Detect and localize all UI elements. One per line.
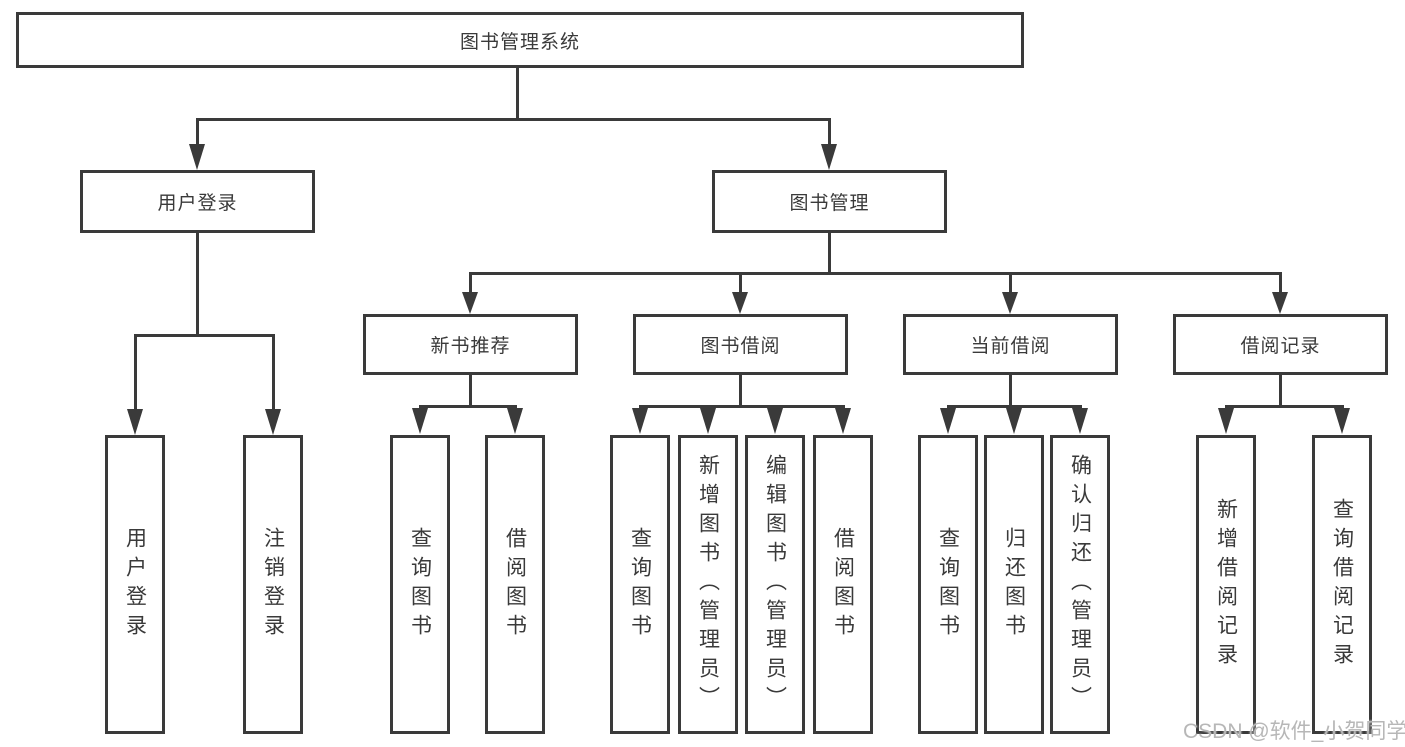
arrowhead-records-query <box>1334 408 1350 434</box>
node-new-book-recommend: 新书推荐 <box>363 314 578 375</box>
node-new-book-recommend-label: 新书推荐 <box>430 336 511 357</box>
leaf-newbooks-borrow-books: 借阅图书 <box>485 435 545 734</box>
node-book-borrow-label: 图书借阅 <box>700 336 781 357</box>
connector-drop-book-borrow <box>739 272 742 294</box>
connector-drop-new-books <box>469 272 472 294</box>
leaf-current-query-books: 查询图书 <box>918 435 978 734</box>
leaf-borrow-query-books: 查询图书 <box>610 435 670 734</box>
leaf-borrow-borrow-books: 借阅图书 <box>813 435 873 734</box>
leaf-newbooks-query-books: 查询图书 <box>390 435 450 734</box>
leaf-newbooks-borrow-books-label: 借阅图书 <box>503 526 527 643</box>
connector-user-login-stem <box>196 233 199 337</box>
connector-new-books-stem <box>469 375 472 408</box>
leaf-borrow-add-books-admin: 新增图书（管理员） <box>678 435 738 734</box>
arrowhead-current-borrow <box>1002 292 1018 314</box>
leaf-borrow-edit-books-admin: 编辑图书（管理员） <box>745 435 805 734</box>
arrowhead-borrow-add <box>700 408 716 434</box>
node-current-borrow-label: 当前借阅 <box>970 336 1051 357</box>
node-root: 图书管理系统 <box>16 12 1024 68</box>
connector-drop-leaf-logout <box>272 334 275 411</box>
arrowhead-borrow-records <box>1272 292 1288 314</box>
connector-root-drop-user-login <box>196 118 199 146</box>
node-borrow-records-label: 借阅记录 <box>1240 336 1321 357</box>
arrowhead-leaf-login <box>127 409 143 435</box>
connector-user-login-bus <box>134 334 275 337</box>
arrowhead-user-login <box>189 144 205 170</box>
node-borrow-records: 借阅记录 <box>1173 314 1388 375</box>
leaf-borrow-add-books-admin-label: 新增图书（管理员） <box>696 454 720 715</box>
arrowhead-newbooks-borrow <box>507 408 523 434</box>
connector-current-borrow-stem <box>1009 375 1012 408</box>
leaf-logout: 注销登录 <box>243 435 303 734</box>
connector-borrow-records-bus <box>1225 405 1344 408</box>
arrowhead-new-books <box>462 292 478 314</box>
leaf-records-add-record: 新增借阅记录 <box>1196 435 1256 734</box>
leaf-current-return-books-label: 归还图书 <box>1002 526 1026 643</box>
connector-book-borrow-bus <box>639 405 845 408</box>
leaf-records-add-record-label: 新增借阅记录 <box>1214 497 1238 672</box>
arrowhead-borrow-borrow <box>835 408 851 434</box>
connector-book-mgmt-bus <box>469 272 1282 275</box>
connector-book-borrow-stem <box>739 375 742 408</box>
arrowhead-current-confirm <box>1072 408 1088 434</box>
leaf-current-return-books: 归还图书 <box>984 435 1044 734</box>
connector-current-borrow-bus <box>947 405 1082 408</box>
leaf-current-query-books-label: 查询图书 <box>936 526 960 643</box>
connector-root-drop-book-mgmt <box>828 118 831 146</box>
connector-drop-current-borrow <box>1009 272 1012 294</box>
leaf-logout-label: 注销登录 <box>261 526 285 643</box>
leaf-borrow-borrow-books-label: 借阅图书 <box>831 526 855 643</box>
leaf-records-query-record-label: 查询借阅记录 <box>1330 497 1354 672</box>
node-user-login: 用户登录 <box>80 170 315 233</box>
connector-new-books-bus <box>419 405 517 408</box>
arrowhead-borrow-query <box>632 408 648 434</box>
node-root-label: 图书管理系统 <box>459 31 580 53</box>
leaf-borrow-query-books-label: 查询图书 <box>628 526 652 643</box>
node-book-management-label: 图书管理 <box>789 193 870 214</box>
arrowhead-newbooks-query <box>412 408 428 434</box>
node-current-borrow: 当前借阅 <box>903 314 1118 375</box>
leaf-current-confirm-return-admin: 确认归还（管理员） <box>1050 435 1110 734</box>
node-user-login-label: 用户登录 <box>157 193 238 214</box>
leaf-borrow-edit-books-admin-label: 编辑图书（管理员） <box>763 454 787 715</box>
leaf-user-login-label: 用户登录 <box>123 526 147 643</box>
arrowhead-leaf-logout <box>265 409 281 435</box>
connector-borrow-records-stem <box>1279 375 1282 408</box>
arrowhead-records-add <box>1218 408 1234 434</box>
connector-drop-leaf-login <box>134 334 137 411</box>
arrowhead-current-query <box>940 408 956 434</box>
leaf-user-login: 用户登录 <box>105 435 165 734</box>
arrowhead-book-borrow <box>732 292 748 314</box>
arrowhead-current-return <box>1006 408 1022 434</box>
connector-book-mgmt-stem <box>828 233 831 275</box>
connector-drop-borrow-records <box>1279 272 1282 294</box>
arrowhead-borrow-edit <box>767 408 783 434</box>
leaf-current-confirm-return-admin-label: 确认归还（管理员） <box>1068 454 1092 715</box>
arrowhead-book-mgmt <box>821 144 837 170</box>
node-book-management: 图书管理 <box>712 170 947 233</box>
leaf-newbooks-query-books-label: 查询图书 <box>408 526 432 643</box>
watermark: CSDN @软件_小贺同学 <box>1183 720 1405 743</box>
node-book-borrow: 图书借阅 <box>633 314 848 375</box>
connector-root-bus <box>196 118 831 121</box>
leaf-records-query-record: 查询借阅记录 <box>1312 435 1372 734</box>
connector-root-stem <box>516 66 519 121</box>
